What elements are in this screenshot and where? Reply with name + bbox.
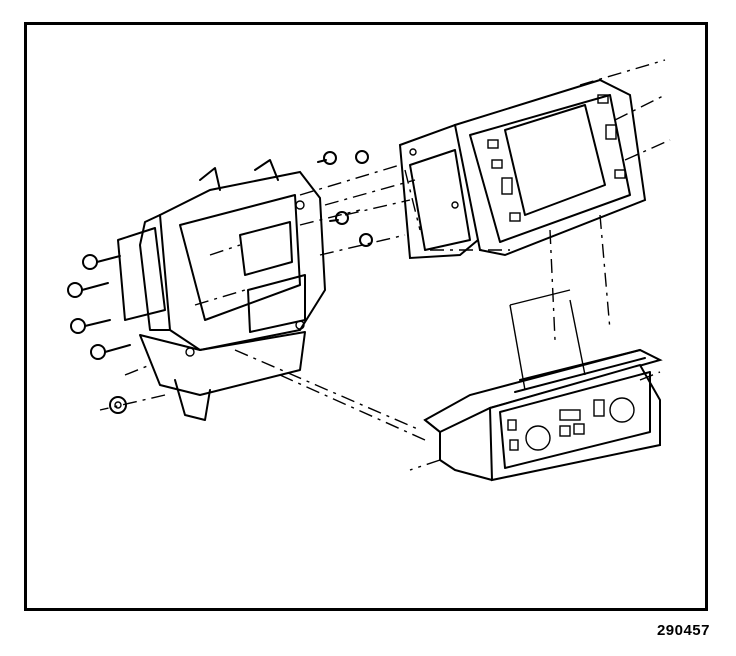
bolt-icon xyxy=(329,211,349,225)
mounting-bolts-center xyxy=(317,150,373,247)
button-icon xyxy=(501,177,513,195)
button-icon xyxy=(614,169,626,179)
bolt-icon xyxy=(317,151,337,165)
button-icon xyxy=(605,124,617,140)
knob-icon xyxy=(525,425,551,451)
button-icon xyxy=(509,212,521,222)
diagram-border xyxy=(24,22,708,611)
mounting-bolts-left xyxy=(67,254,131,414)
button-icon xyxy=(593,399,605,417)
bolt-icon xyxy=(90,344,131,360)
nut-icon xyxy=(355,150,369,164)
button-icon xyxy=(573,423,585,435)
bolt-icon xyxy=(82,254,121,270)
button-icon xyxy=(559,409,581,421)
button-icon xyxy=(507,419,517,431)
button-icon xyxy=(597,94,609,104)
figure-id-label: 290457 xyxy=(656,622,710,639)
button-icon xyxy=(559,425,571,437)
bolt-icon xyxy=(70,318,111,334)
exploded-view-leader-lines xyxy=(99,59,671,471)
display-unit xyxy=(398,78,647,260)
button-icon xyxy=(509,439,519,451)
button-icon xyxy=(487,139,499,149)
nut-icon xyxy=(109,396,127,414)
button-icon xyxy=(491,159,503,169)
mounting-bracket xyxy=(117,159,327,421)
knob-icon xyxy=(609,397,635,423)
control-head-unit xyxy=(423,348,663,482)
bolt-icon xyxy=(67,282,109,298)
nut-icon xyxy=(359,233,373,247)
